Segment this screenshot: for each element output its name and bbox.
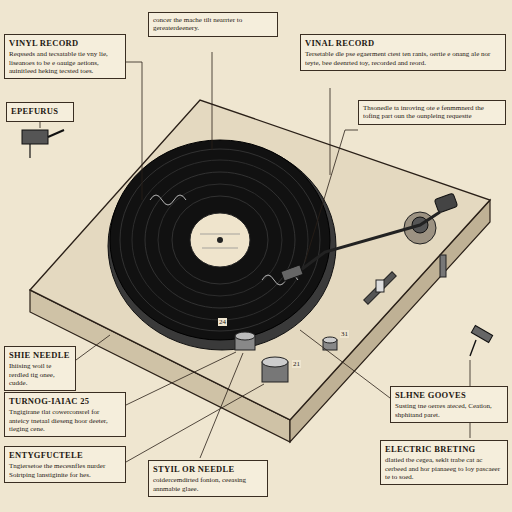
arm-rest <box>440 255 446 277</box>
callout-text: Tngiersetoe the mecesnfles nurder Soirtp… <box>9 462 121 479</box>
record-label <box>190 213 250 267</box>
cartridge-icon <box>48 130 64 137</box>
callout-heading: SLHNE GOOVES <box>395 390 503 400</box>
pitch-slider <box>364 272 397 305</box>
cartridge-icon <box>29 144 30 158</box>
callout-number: 24 <box>218 318 227 326</box>
callout-text: Thsonedle ta inroving ote e fenmmnerd th… <box>363 104 501 121</box>
callout-box: Thsonedle ta inroving ote e fenmmnerd th… <box>358 100 506 125</box>
plinth-top <box>30 100 490 420</box>
callout-heading: VINYL RECORD <box>9 38 121 48</box>
callout-number: 31 <box>340 330 349 338</box>
callout-text: concer the mache tilt nearrter to gereat… <box>153 16 273 33</box>
slider-knob <box>376 280 384 292</box>
sound-wave <box>150 195 186 205</box>
callout-text: Reqsseds and tecsatable tie vny lie, lis… <box>9 50 121 75</box>
cartridge-icon <box>22 130 48 144</box>
leader-line <box>126 352 236 405</box>
callout-box: VINAL RECORD Tersetable dle pse egaerment… <box>300 34 506 71</box>
leader-line <box>305 130 358 262</box>
needle-icon <box>470 340 476 356</box>
label-print <box>200 234 240 235</box>
needle-icon <box>471 326 492 343</box>
callout-text: Tngigirane tlat cowerconsrel for anteicy… <box>9 408 121 433</box>
leader-line <box>300 330 390 398</box>
knob-top <box>262 357 288 367</box>
callout-box: TURNOG-IAIAC 25 Tngigirane tlat cowercons… <box>4 392 126 437</box>
leader-line <box>212 52 213 150</box>
leader-line <box>76 335 110 360</box>
vinyl-record <box>110 140 330 340</box>
callout-heading: ENTYGFUCTELE <box>9 450 121 460</box>
callout-box: EPEFURUS <box>6 102 74 122</box>
callout-text: Susting tne oerres ateced, Ceation, shph… <box>395 402 503 419</box>
callout-text: dlatied tbe cegea, seklt trabe cat ac ce… <box>385 456 503 481</box>
callout-box: ELECTRIC BRETING dlatied tbe cegea, seklt… <box>380 440 508 485</box>
callout-heading: ELECTRIC BRETING <box>385 444 503 454</box>
leader-line <box>200 353 243 458</box>
callout-heading: EPEFURUS <box>11 106 69 116</box>
callout-text: Tersetable dle pse egaerment ctest ten r… <box>305 50 501 67</box>
headshell <box>281 265 303 281</box>
button-top <box>323 337 337 343</box>
callout-heading: TURNOG-IAIAC 25 <box>9 396 121 406</box>
tonearm <box>298 212 440 272</box>
callout-heading: STYIL OR NEEDLE <box>153 464 263 474</box>
callout-heading: VINAL RECORD <box>305 38 501 48</box>
spindle <box>217 237 223 243</box>
leader-line <box>126 62 142 200</box>
callout-box: SHIE NEEDLE Ihiising woil te rerdled tig … <box>4 346 76 391</box>
callout-box: VINYL RECORD Reqsseds and tecsatable tie … <box>4 34 126 79</box>
callout-box: concer the mache tilt nearrter to gereat… <box>148 12 278 37</box>
callout-heading: SHIE NEEDLE <box>9 350 71 360</box>
knob-top <box>235 332 255 340</box>
callout-text: Ihiising woil te rerdled tig onee, cudde… <box>9 362 71 387</box>
label-print <box>202 248 238 249</box>
record-groove <box>132 160 308 320</box>
callout-text: coidercemdirted fonion, ceeasing annmabi… <box>153 476 263 493</box>
callout-box: SLHNE GOOVES Susting tne oerres ateced, C… <box>390 386 508 423</box>
record-groove <box>158 184 282 296</box>
record-groove <box>120 149 320 331</box>
leader-line <box>126 384 264 462</box>
leader-line <box>330 88 331 175</box>
record-groove <box>145 172 295 308</box>
counterweight <box>434 193 458 213</box>
record-groove <box>172 196 268 284</box>
callout-box: ENTYGFUCTELE Tngiersetoe the mecesnfles n… <box>4 446 126 483</box>
callout-number: 21 <box>292 360 301 368</box>
callout-box: STYIL OR NEEDLE coidercemdirted fonion, c… <box>148 460 268 497</box>
